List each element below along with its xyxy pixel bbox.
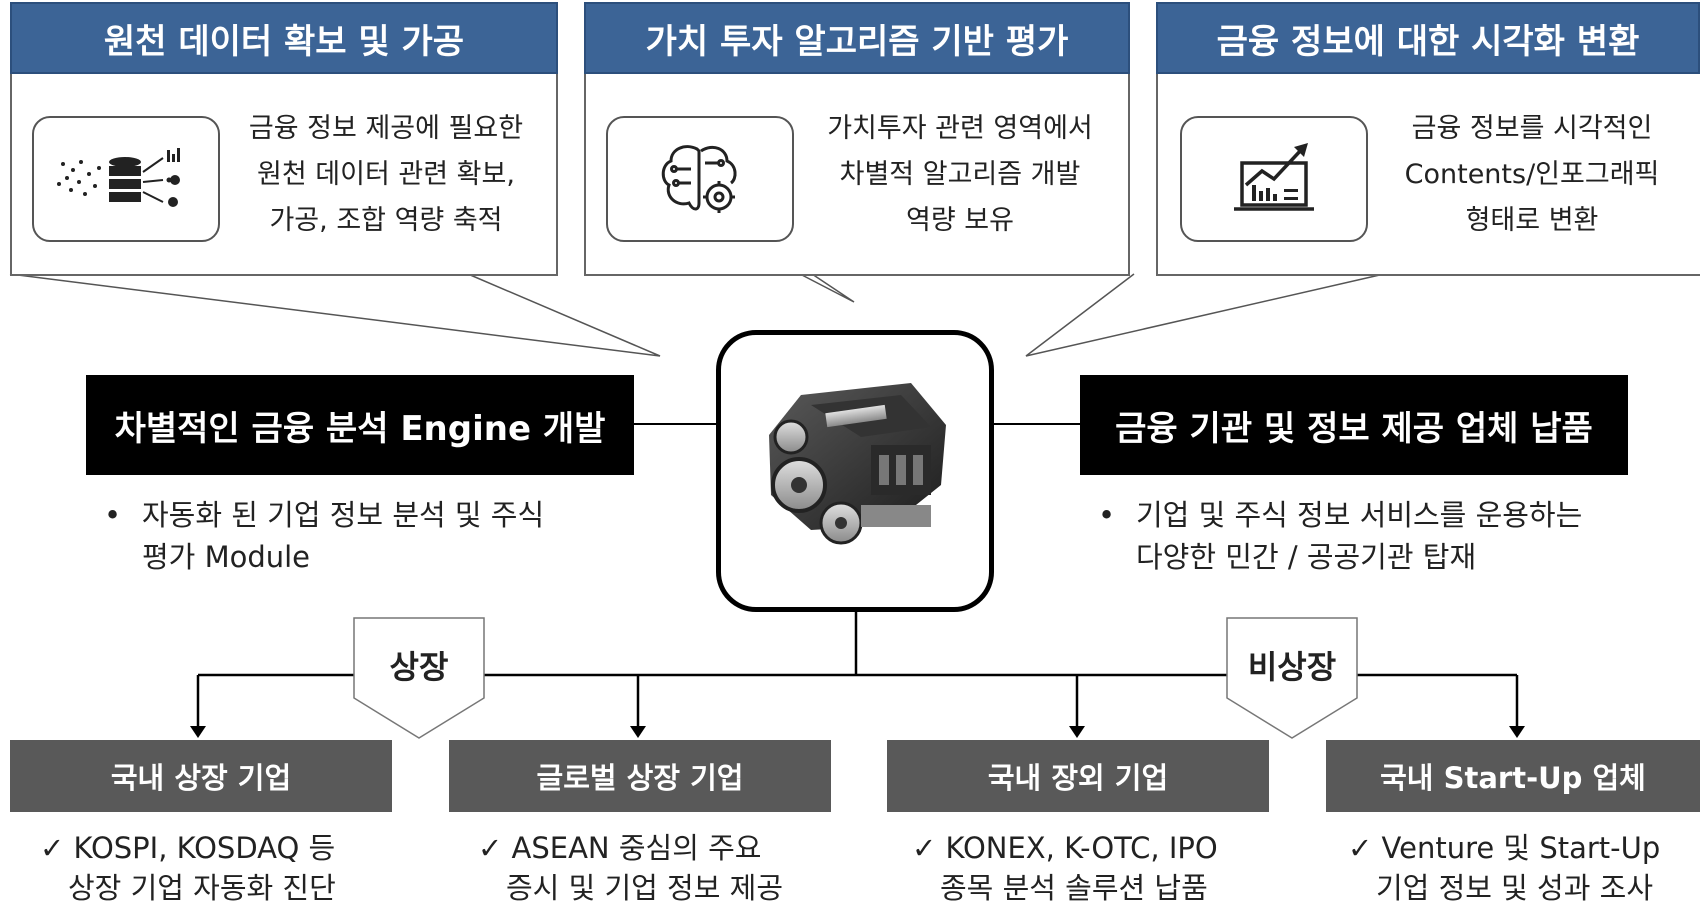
panel-3-text: 금융 정보를 시각적인 Contents/인포그래픽 형태로 변환 xyxy=(1404,113,1660,236)
callout-tail-2 xyxy=(799,273,855,303)
target-1-title: 국내 상장 기업 xyxy=(10,740,392,812)
panel-1-header: 원천 데이터 확보 및 가공 xyxy=(10,2,558,74)
arrow-3 xyxy=(1069,726,1085,738)
chart-laptop-icon-box xyxy=(1180,116,1368,242)
tag-unlisted: 비상장 xyxy=(1247,648,1337,686)
arrow-4 xyxy=(1509,726,1525,738)
target-1-text: ✓ KOSPI, KOSDAQ 등 상장 기업 자동화 진단 xyxy=(40,831,336,905)
panel-2-header: 가치 투자 알고리즘 기반 평가 xyxy=(584,2,1130,74)
tag-unlisted-shape xyxy=(1226,617,1358,739)
target-4-title: 국내 Start-Up 업체 xyxy=(1326,740,1700,812)
engine-frame xyxy=(716,330,994,612)
target-2-title: 글로벌 상장 기업 xyxy=(449,740,831,812)
callout-tail-3 xyxy=(1025,273,1385,357)
panel-3-body: 금융 정보를 시각적인 Contents/인포그래픽 형태로 변환 xyxy=(1156,74,1700,276)
right-block-bullet: • 기업 및 주식 정보 서비스를 운용하는 다양한 민간 / 공공기관 탑재 xyxy=(1098,494,1658,578)
bullet-dot: • xyxy=(104,498,122,532)
target-3-title: 국내 장외 기업 xyxy=(887,740,1269,812)
panel-1-body: 금융 정보 제공에 필요한 원천 데이터 관련 확보, 가공, 조합 역량 축적 xyxy=(10,74,558,276)
right-block-title: 금융 기관 및 정보 제공 업체 납품 xyxy=(1080,375,1628,475)
target-2-text: ✓ ASEAN 중심의 주요 증시 및 기업 정보 제공 xyxy=(478,831,783,905)
chart-laptop-icon xyxy=(1234,143,1314,211)
data-source-icon xyxy=(57,148,180,207)
tag-listed: 상장 xyxy=(389,648,449,686)
target-4-text: ✓ Venture 및 Start-Up 기업 정보 및 성과 조사 xyxy=(1348,831,1661,905)
panel-1-text: 금융 정보 제공에 필요한 원천 데이터 관련 확보, 가공, 조합 역량 축적 xyxy=(248,113,524,236)
bullet-dot: • xyxy=(1098,498,1116,532)
data-source-icon-box xyxy=(32,116,220,242)
engine-image xyxy=(769,383,946,545)
tag-listed-shape xyxy=(353,617,485,739)
ai-brain-icon-box xyxy=(606,116,794,242)
arrow-2 xyxy=(630,726,646,738)
left-block-title: 차별적인 금융 분석 Engine 개발 xyxy=(86,375,634,475)
ai-brain-icon xyxy=(661,145,737,213)
panel-2-text: 가치투자 관련 영역에서 차별적 알고리즘 개발 역량 보유 xyxy=(827,113,1093,236)
callout-tail-1 xyxy=(9,273,661,357)
arrow-1 xyxy=(190,726,206,738)
panel-2-body: 가치투자 관련 영역에서 차별적 알고리즘 개발 역량 보유 xyxy=(584,74,1130,276)
target-3-text: ✓ KONEX, K-OTC, IPO 종목 분석 솔루션 납품 xyxy=(912,831,1218,905)
panel-3-header: 금융 정보에 대한 시각화 변환 xyxy=(1156,2,1700,74)
left-block-bullet: • 자동화 된 기업 정보 분석 및 주식 평가 Module xyxy=(104,494,634,578)
